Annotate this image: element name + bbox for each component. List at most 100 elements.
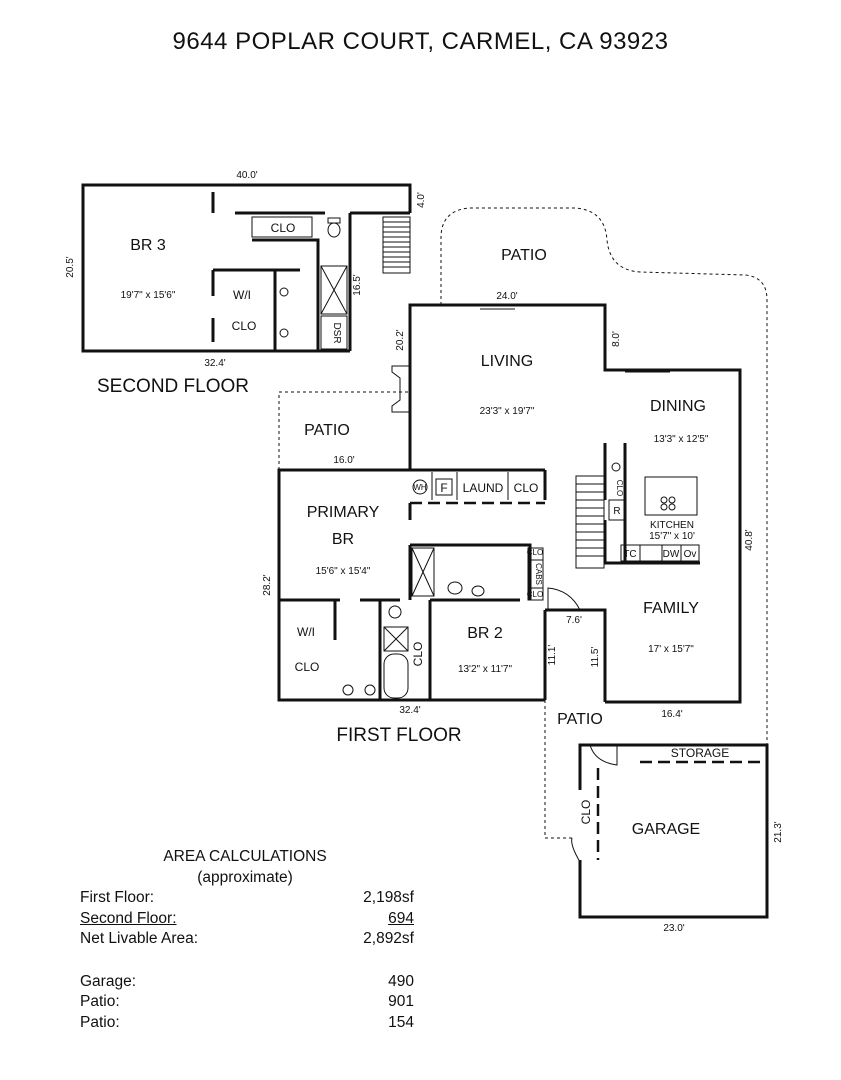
area-row-value: 694	[388, 909, 414, 927]
dim-7-6: 7.6'	[566, 615, 582, 626]
area-row-label: Patio:	[80, 993, 120, 1010]
dim-21-3: 21.3'	[773, 821, 784, 842]
furnace-icon	[435, 478, 453, 496]
sink-icon	[342, 684, 354, 696]
area-heading-line2: (approximate)	[197, 869, 293, 886]
patio-left-label: PATIO	[304, 422, 350, 439]
dim-16-4: 16.4'	[661, 709, 682, 720]
cabs-box	[527, 547, 544, 601]
sink-icon	[364, 684, 376, 696]
patio-bottom-label: PATIO	[557, 711, 603, 728]
sink-icon	[611, 462, 621, 472]
toilet-upper-icon	[327, 222, 341, 238]
area-row-net-livable: Net Livable Area: 2,892sf	[80, 929, 414, 950]
area-row-garage: Garage: 490	[80, 972, 414, 993]
area-row-first-floor: First Floor: 2,198sf	[80, 888, 414, 909]
clo-bath-label: CLO	[411, 642, 425, 667]
dim-4: 4.0'	[416, 192, 427, 208]
area-row-label: Net Livable Area:	[80, 930, 199, 947]
br2-label: BR 2	[467, 625, 503, 642]
dim-16: 16.0'	[333, 455, 354, 466]
clo-small2-label: CLO	[527, 590, 543, 599]
first-floor-outer-wall-right	[408, 303, 742, 704]
patio-top-outline	[440, 207, 768, 745]
dim-40-8: 40.8'	[744, 529, 755, 550]
area-row-patio: Patio: 901	[80, 992, 414, 1013]
dsr-label: DSR	[331, 322, 342, 343]
rod-icon	[279, 287, 289, 297]
area-row-patio: Patio: 154	[80, 1013, 414, 1034]
f-label: F	[440, 481, 447, 495]
stairs-upper	[382, 216, 411, 274]
clo-garage-label: CLO	[579, 800, 593, 825]
area-row-value: 901	[388, 993, 414, 1010]
garage-label: GARAGE	[632, 821, 700, 838]
area-row-value: 154	[388, 1013, 414, 1031]
wi-lower-label: W/I	[297, 625, 315, 639]
clo-laund-label: CLO	[514, 481, 539, 495]
second-floor-label: SECOND FLOOR	[97, 376, 249, 397]
second-floor-plan: BR 3 19'7" x 15'6" W/I CLO CLO DSR 40.0'…	[65, 170, 427, 397]
br2-size: 13'2" x 11'7"	[458, 664, 513, 675]
closet-upper-box	[251, 216, 313, 238]
r-label: R	[613, 506, 620, 517]
shower-upper	[320, 265, 348, 315]
ov-label: Ov	[684, 549, 697, 560]
dining-size: 13'3" x 12'5"	[654, 434, 709, 445]
dining-label: DINING	[650, 398, 706, 415]
area-row-label: Second Floor:	[80, 909, 177, 927]
dim-11-1: 11.1'	[547, 645, 558, 666]
living-label: LIVING	[481, 353, 533, 370]
storage-label: STORAGE	[671, 746, 729, 760]
second-floor-outer-wall	[81, 183, 412, 353]
kitchen-counter	[620, 544, 700, 562]
br3-label: BR 3	[130, 237, 166, 254]
stairs-lower	[575, 475, 605, 569]
water-heater-icon	[412, 479, 428, 495]
wh-label: WH	[413, 483, 427, 492]
dim-40: 40.0'	[236, 170, 257, 181]
dim-20-2: 20.2'	[395, 329, 406, 350]
patio-bottom-outline	[544, 700, 575, 839]
patio-top-label: PATIO	[501, 247, 547, 264]
family-size: 17' x 15'7"	[648, 644, 694, 655]
shower-small	[383, 626, 409, 652]
dim-32-4-lower: 32.4'	[399, 705, 420, 716]
dim-32-4-upper: 32.4'	[204, 358, 225, 369]
first-floor-outer-wall-left	[277, 468, 545, 702]
refrigerator-box	[608, 499, 626, 521]
dim-28-2: 28.2'	[262, 574, 273, 595]
fireplace-icon	[391, 365, 411, 413]
area-row-second-floor: Second Floor: 694	[80, 909, 414, 930]
area-row-value: 2,198sf	[363, 889, 414, 906]
dim-8: 8.0'	[611, 331, 622, 347]
rod-icon	[279, 328, 289, 338]
area-row-value: 2,892sf	[363, 930, 414, 947]
toilet-bath2-icon	[388, 605, 402, 619]
wi-upper-label: W/I	[233, 288, 251, 302]
area-row-label: Patio:	[80, 1013, 120, 1031]
area-row-value: 490	[388, 972, 414, 990]
dim-24: 24.0'	[496, 291, 517, 302]
kitchen-island	[644, 476, 698, 516]
toilet-lower-icon	[447, 581, 463, 595]
area-row-label: First Floor:	[80, 889, 155, 906]
clo-small1-label: CLO	[527, 548, 543, 557]
cabs-label: CABS	[534, 563, 543, 585]
primary-size: 15'6" x 15'4"	[316, 566, 371, 577]
kitchen-label: KITCHEN	[650, 520, 694, 531]
dim-11-5: 11.5'	[590, 647, 601, 668]
living-size: 23'3" x 19'7"	[480, 406, 535, 417]
dsr-box	[320, 315, 348, 350]
dim-16-5: 16.5'	[352, 274, 363, 295]
sink-icon	[471, 585, 485, 597]
clo-upper-top-label: CLO	[271, 221, 296, 235]
garage-door-swing-top	[589, 744, 618, 766]
bathtub-icon	[383, 653, 409, 699]
clo-lower-wi-label: CLO	[295, 660, 320, 674]
clo-kitchen-label: CLO	[615, 480, 624, 496]
clo-upper-wi-label: CLO	[232, 319, 257, 333]
dim-23: 23.0'	[663, 923, 684, 934]
closet-upper-wall	[252, 238, 320, 260]
garage-door-swing	[571, 837, 581, 863]
